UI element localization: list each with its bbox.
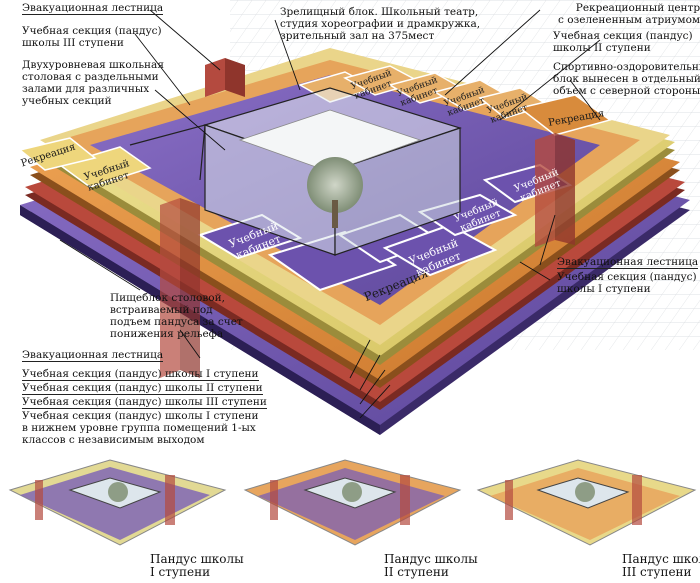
label-section-i: Учебная секция (пандус) школы I ступени (557, 271, 697, 295)
leader-lines (59, 9, 601, 419)
label-theatre-block: Зрелищный блок. Школьный театр, студия х… (280, 6, 481, 42)
label-sport-block: Спортивно-оздоровительный блок вынесен в… (553, 61, 700, 97)
label-evac-stair-bottom: Эвакуационная лестница (22, 349, 164, 362)
thumbnail-2 (236, 452, 464, 583)
thumbnail-3 (468, 452, 700, 583)
label-recreation-center: Рекреационный центр с озелененным атриум… (558, 2, 700, 26)
label-food-block: Пищеблок столовой, встраиваемый под подъ… (110, 292, 243, 340)
stair-towers (160, 58, 575, 378)
caption-ramp-iii: Пандус школы III ступени (622, 552, 700, 579)
thumbnail-1 (0, 452, 232, 583)
label-ramp-iii: Учебная секция (пандус) школы III ступен… (22, 396, 267, 409)
glass-atrium (129, 87, 462, 256)
label-section-iii: Учебная секция (пандус) школы III ступен… (22, 25, 162, 49)
label-section-ii: Учебная секция (пандус) школы II ступени (553, 30, 693, 54)
label-canteen: Двухуровневая школьная столовая с раздел… (22, 59, 164, 107)
label-ramp-ii: Учебная секция (пандус) школы II ступени (22, 382, 263, 395)
label-evac-stair-right: Эвакуационная лестница (557, 256, 699, 269)
label-ramp-i-lower: Учебная секция (пандус) школы I ступени … (22, 410, 259, 446)
label-evac-stair-top: Эвакуационная лестница (22, 2, 164, 15)
caption-ramp-i: Пандус школы I ступени (150, 552, 244, 579)
atrium-tree (307, 157, 363, 213)
label-ramp-i: Учебная секция (пандус) школы I ступени (22, 368, 259, 381)
caption-ramp-ii: Пандус школы II ступени (384, 552, 478, 579)
